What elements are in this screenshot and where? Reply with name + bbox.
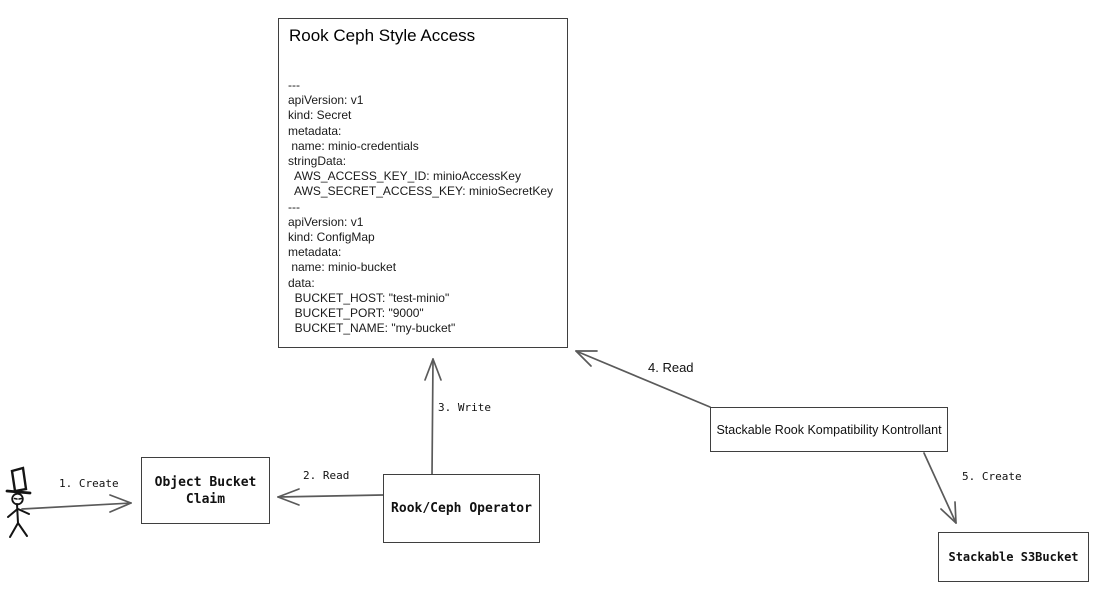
arrow-2-read: [277, 488, 384, 506]
node-rook-ceph-style-access: Rook Ceph Style Access --- apiVersion: v…: [278, 18, 568, 348]
edge-label-2-read: 2. Read: [303, 469, 350, 482]
node-stackable-kontrollant: Stackable Rook Kompatibility Kontrollant: [710, 407, 948, 452]
arrow-4-read: [575, 350, 711, 408]
arrow-5-create: [923, 452, 957, 524]
node-stackable-s3bucket: Stackable S3Bucket: [938, 532, 1089, 582]
node-rook-ceph-operator-label: Rook/Ceph Operator: [391, 501, 532, 516]
edge-label-5-create: 5. Create: [962, 470, 1022, 483]
main-box-yaml-content: --- apiVersion: v1 kind: Secret metadata…: [288, 78, 553, 336]
edge-label-1-create: 1. Create: [59, 477, 119, 490]
user-actor-icon: [5, 466, 32, 538]
node-rook-ceph-operator: Rook/Ceph Operator: [383, 474, 540, 543]
node-stackable-s3bucket-label: Stackable S3Bucket: [948, 550, 1079, 564]
arrow-1-create: [21, 494, 132, 513]
node-stackable-kontrollant-label: Stackable Rook Kompatibility Kontrollant: [716, 422, 942, 437]
edge-label-4-read: 4. Read: [648, 360, 694, 375]
main-box-title: Rook Ceph Style Access: [289, 26, 476, 45]
arrow-3-write: [424, 358, 442, 477]
edge-label-3-write: 3. Write: [438, 401, 491, 414]
node-object-bucket-claim-label: Object Bucket Claim: [154, 474, 257, 507]
node-object-bucket-claim: Object Bucket Claim: [141, 457, 270, 524]
